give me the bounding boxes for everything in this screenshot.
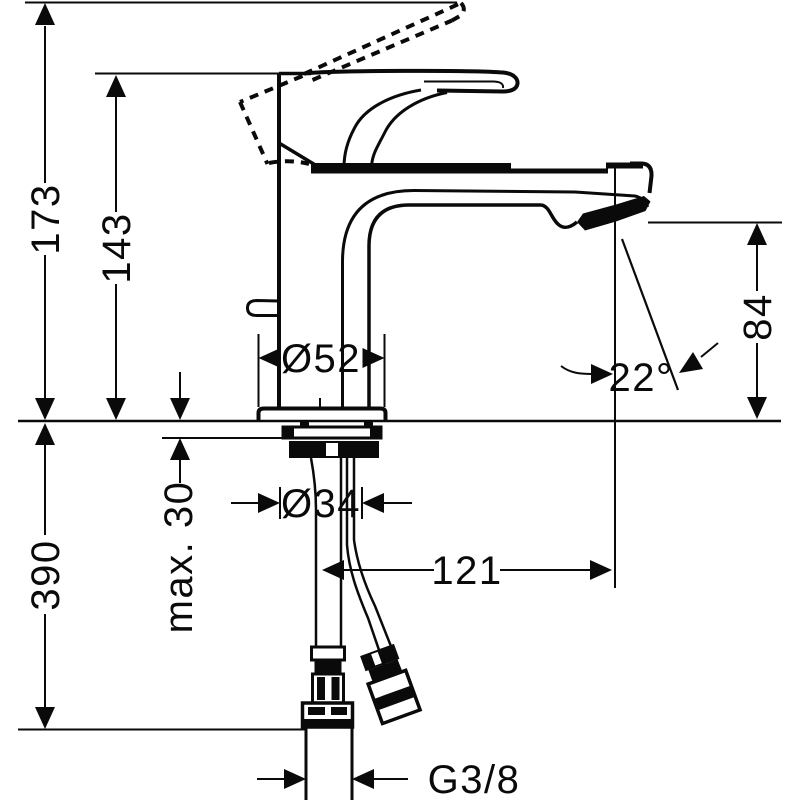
flange-end-right — [370, 428, 380, 437]
arrow-84-top — [747, 223, 767, 245]
dim-label-max30: max. 30 — [157, 481, 201, 634]
dim-outlet-height: 84 — [736, 223, 780, 419]
arrow-g38-right — [352, 769, 374, 789]
dashed-skirt-top — [239, 74, 304, 104]
tailpipe — [304, 727, 354, 800]
lever-inner-line — [424, 80, 505, 89]
hose-right-diag2 — [352, 539, 404, 675]
dim-base-diameter: Ø52 — [258, 337, 385, 381]
spout-tip-corner — [630, 161, 654, 194]
dim-spout-top-height: 143 — [95, 75, 139, 420]
connector-bar1 — [317, 677, 325, 700]
neck-left-curve — [342, 88, 422, 168]
dim-label-390: 390 — [24, 539, 68, 610]
connector-dark-band — [314, 660, 342, 674]
arrow-121-right — [590, 560, 612, 580]
reference-lines — [18, 1, 782, 731]
dim-label-143: 143 — [95, 212, 139, 283]
spout-under-line — [367, 203, 541, 408]
arrow-d34-left — [258, 493, 280, 513]
flange-bar — [281, 425, 383, 440]
mounting-nut-slot — [326, 443, 338, 456]
hose-left-connector — [300, 645, 355, 800]
handle-raised-position — [238, 1, 466, 166]
arrow-d52-right — [362, 348, 385, 368]
arrow-143-top — [106, 75, 126, 97]
dim-shank-diameter: Ø34 — [231, 482, 412, 526]
bolt-right — [364, 422, 373, 427]
neck-right-curve — [370, 91, 448, 168]
connector2-band — [368, 659, 402, 683]
leader-22-left — [560, 365, 593, 375]
leader-22-right — [700, 342, 719, 358]
arrow-390-bottom — [35, 707, 55, 729]
dim-max-deck-thickness: max. 30 — [157, 372, 201, 633]
arrow-173-top — [35, 3, 55, 25]
bolt-left — [300, 422, 309, 427]
dim-label-22: 22° — [609, 356, 674, 400]
arrow-84-bottom — [747, 397, 767, 419]
dim-label-84: 84 — [736, 293, 780, 341]
hose-right-diag1 — [345, 544, 392, 683]
arrow-d34-right — [362, 493, 384, 513]
dim-total-height: 173 — [24, 3, 68, 420]
connector-collar — [310, 645, 346, 662]
connector2-nut — [360, 643, 400, 672]
arrow-121-left — [322, 560, 344, 580]
connector-end-bar1 — [308, 707, 325, 715]
arrow-173-bottom — [35, 398, 55, 420]
dashed-skirt-left — [238, 101, 270, 165]
hose-right-connector — [360, 643, 423, 726]
arrow-d52-left — [258, 348, 281, 368]
dim-below-deck-length: 390 — [24, 423, 68, 729]
handle-skirt-slant — [278, 141, 318, 168]
dim-spray-angle: 22° — [560, 238, 719, 400]
dim-label-121: 121 — [431, 549, 502, 593]
arrow-390-top — [35, 423, 55, 445]
dim-label-d34: Ø34 — [281, 482, 361, 526]
dim-spout-reach: 121 — [322, 549, 612, 593]
dim-connection-thread: G3/8 — [257, 758, 521, 802]
mounting-hardware — [281, 422, 383, 458]
connector-bar2 — [331, 677, 340, 700]
connector-end-bar2 — [331, 707, 347, 715]
connector2-nut-slot — [371, 651, 382, 666]
dim-label-g38: G3/8 — [428, 758, 521, 800]
hose-left-edge1 — [309, 457, 318, 647]
arrow-143-bottom — [106, 398, 126, 420]
arrow-g38-left — [284, 769, 306, 789]
arrow-22-left — [591, 364, 613, 384]
spout-under-wave — [540, 203, 579, 230]
arrow-max30-down — [170, 398, 190, 420]
connector2-end-bar — [373, 685, 416, 711]
dim-label-173: 173 — [24, 183, 68, 254]
supply-hoses — [309, 457, 404, 683]
arrow-22-right — [679, 352, 703, 373]
spray-angle-line — [620, 238, 680, 391]
pull-rod-tab — [245, 298, 280, 317]
dashed-lever-tip — [450, 1, 466, 23]
faucet-body — [245, 68, 654, 420]
flange-end-left — [284, 428, 294, 437]
dashed-lever-top — [303, 1, 462, 76]
base-plate — [256, 406, 388, 420]
connector-end-base — [302, 719, 353, 728]
dim-label-d52: Ø52 — [281, 337, 361, 381]
lever-handle — [309, 68, 520, 94]
dashed-skirt-bottom — [268, 159, 310, 166]
arrow-max30-up — [170, 438, 190, 460]
aerator — [577, 196, 651, 231]
